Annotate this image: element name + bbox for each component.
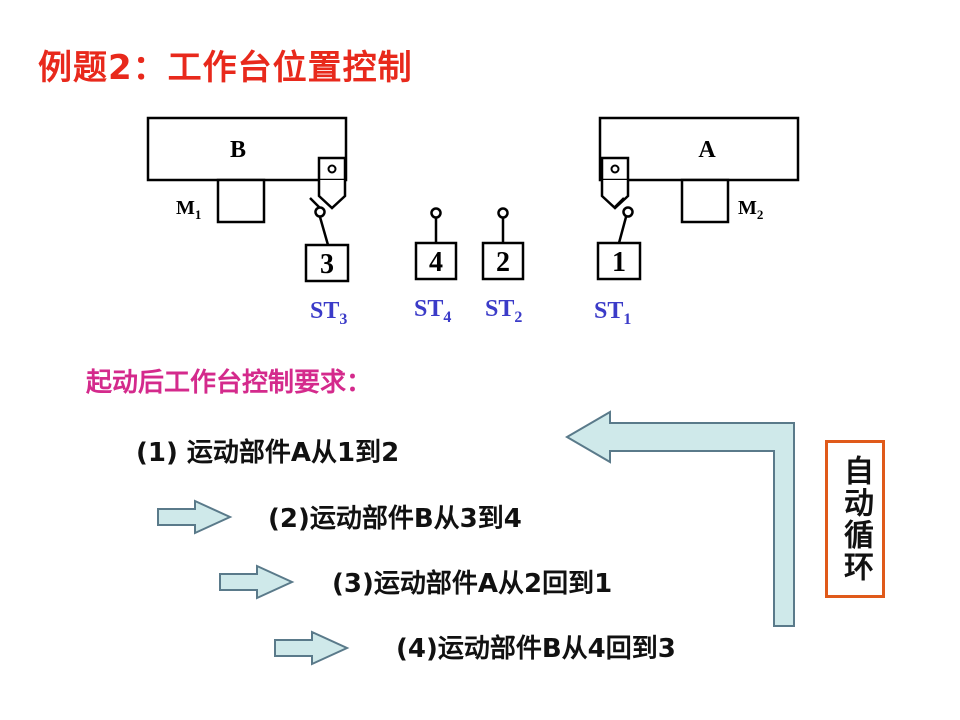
- step-2: (2)运动部件B从3到4: [268, 504, 522, 534]
- switch-number: 3: [320, 249, 334, 280]
- step-arrow-2: [157, 499, 233, 535]
- switch-label-st3: ST3: [310, 298, 347, 328]
- switch-label-st4: ST4: [414, 296, 451, 326]
- switch-st3: 3: [304, 197, 350, 283]
- cam-b: [317, 156, 347, 210]
- auto-cycle-label: 自动循环: [838, 455, 873, 583]
- switch-label-st2: ST2: [485, 296, 522, 326]
- cam-a: [600, 156, 630, 210]
- table-a-label: A: [698, 137, 716, 163]
- switch-st4: 4: [414, 207, 458, 281]
- table-b: B: [146, 116, 348, 224]
- loop-back-arrow: [565, 410, 795, 627]
- motor-2-label: M2: [738, 197, 763, 222]
- motor-2-block: [680, 178, 730, 224]
- switch-number: 2: [496, 247, 510, 278]
- step-3: (3)运动部件A从2回到1: [332, 569, 613, 599]
- table-b-label: B: [230, 137, 246, 163]
- motor-1-block: [216, 178, 266, 224]
- switch-number: 1: [612, 247, 626, 278]
- switch-st2: 2: [481, 207, 525, 281]
- switch-st1: 1: [596, 197, 642, 281]
- requirements-heading: 起动后工作台控制要求：: [86, 368, 373, 398]
- page-title: 例题2：工作台位置控制: [38, 48, 413, 88]
- table-a: A: [598, 116, 800, 224]
- step-1: (1) 运动部件A从1到2: [136, 438, 400, 468]
- step-arrow-3: [219, 564, 295, 600]
- motor-1-label: M1: [176, 197, 201, 222]
- step-arrow-4: [274, 630, 350, 666]
- auto-cycle-box: 自动循环: [825, 440, 885, 598]
- switch-label-st1: ST1: [594, 298, 631, 328]
- switch-number: 4: [429, 247, 443, 278]
- step-4: (4)运动部件B从4回到3: [396, 634, 676, 664]
